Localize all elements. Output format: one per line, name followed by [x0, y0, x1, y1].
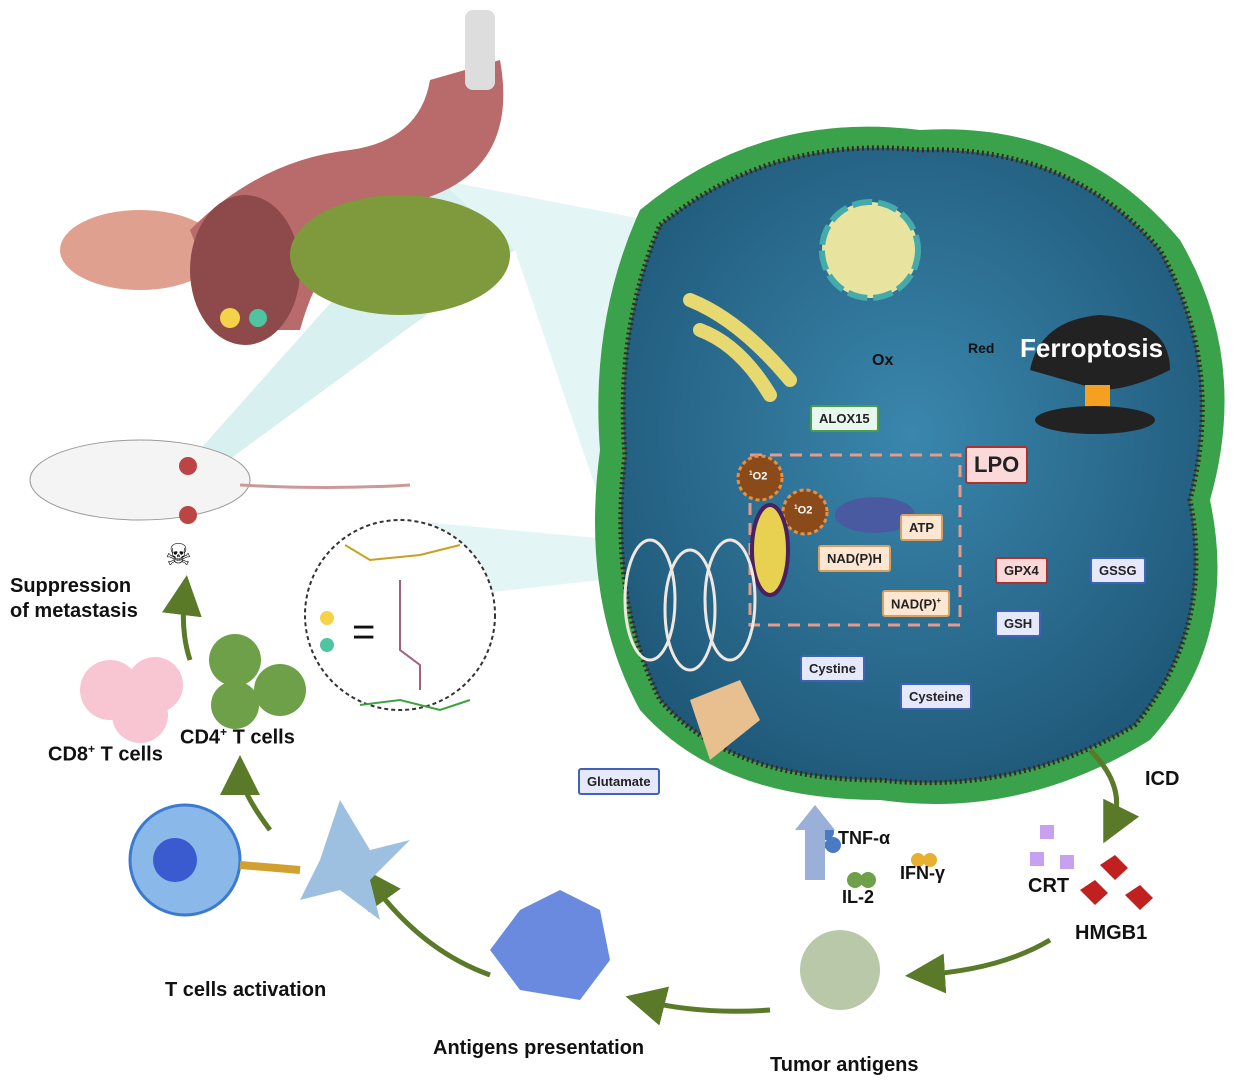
nadp-plus-box: NAD(P)+ [882, 590, 951, 618]
suppression-label-line2: of metastasis [10, 600, 138, 622]
mitochondria-region [748, 453, 962, 627]
nadp-sup: + [936, 596, 942, 605]
red-label: Red [968, 340, 995, 356]
sup: 1 [749, 470, 753, 477]
nanoparticle-legend-icon [320, 611, 334, 625]
lpo-box: LPO [965, 446, 1029, 484]
plus: + [220, 725, 228, 739]
gsh-box: GSH [995, 610, 1042, 637]
cd4-t-cells-label: CD4+ T cells [180, 725, 295, 750]
cycle-arrows [162, 575, 1140, 1026]
gssg-box: GSSG [1090, 557, 1146, 584]
suppression-label-line1: Suppression [10, 575, 132, 597]
sup: 1 [794, 504, 798, 511]
ferroptosis-label: Ferroptosis [1020, 333, 1164, 363]
glutamate-box: Glutamate [578, 768, 660, 795]
molecule-structure [344, 544, 471, 712]
mouse-illustration: ☠ [29, 439, 411, 572]
transporter-icon [690, 680, 760, 760]
cd8: CD8 [48, 743, 89, 766]
nanoparticle-spiral [623, 538, 757, 672]
mitochondrion-icon [750, 503, 790, 597]
equals-sign: = [352, 610, 376, 654]
cd4: CD4 [180, 726, 221, 749]
alox15-box: ALOX15 [810, 405, 879, 432]
ox-label: Ox [872, 352, 894, 369]
il2-label: IL-2 [842, 887, 875, 907]
atp-box: ATP [900, 514, 944, 541]
crt-label: CRT [1028, 875, 1070, 897]
cd8-t-cells-label: CD8+ T cells [48, 742, 163, 767]
plus: + [88, 742, 96, 756]
t-cells: T cells [227, 726, 295, 749]
t-cells-activation-label: T cells activation [165, 979, 327, 1001]
t-cells: T cells [95, 743, 163, 766]
tumor-antigens-label: Tumor antigens [770, 1054, 919, 1076]
svg-text:☠: ☠ [165, 539, 192, 572]
ifn-label: IFN-γ [900, 863, 945, 883]
hmgb1-label: HMGB1 [1075, 922, 1148, 944]
antigens-presentation-label: Antigens presentation [433, 1037, 645, 1059]
mitochondrion-icon [835, 497, 915, 533]
cysteine-box: Cysteine [900, 683, 973, 710]
cystine-box: Cystine [800, 655, 865, 682]
o2: O2 [797, 504, 813, 517]
singlet-oxygen-label: 1O2 [749, 470, 767, 483]
gpx4-box: GPX4 [995, 557, 1048, 584]
immune-cells [80, 634, 1153, 1010]
golgi-apparatus [683, 293, 797, 402]
nadph-box: NAD(P)H [818, 545, 891, 572]
blood-vessel-illustration [60, 10, 510, 345]
nucleus [819, 199, 921, 301]
o2: O2 [752, 470, 768, 483]
singlet-oxygen-label: 1O2 [794, 504, 812, 517]
icd-label: ICD [1145, 768, 1180, 790]
singlet-oxygen-icons [736, 454, 829, 536]
nadp-text: NAD(P) [891, 596, 937, 612]
explosion-icon [1030, 315, 1170, 434]
tnf-label: TNF-α [838, 828, 891, 848]
cytoplasm [618, 145, 1205, 786]
